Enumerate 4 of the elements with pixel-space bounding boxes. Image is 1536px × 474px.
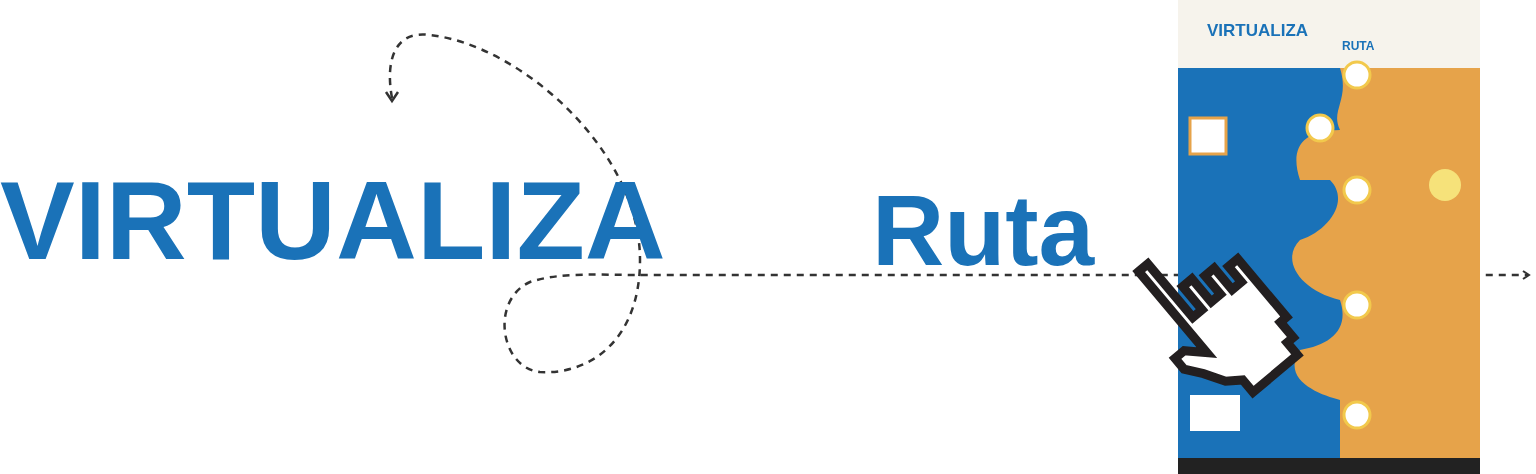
- subtitle-text: Ruta: [872, 180, 1095, 280]
- poster-title: VIRTUALIZA: [1207, 22, 1309, 39]
- title-text: VIRTUALIZA: [0, 165, 666, 277]
- poster-heading: RUTA: [1342, 40, 1375, 52]
